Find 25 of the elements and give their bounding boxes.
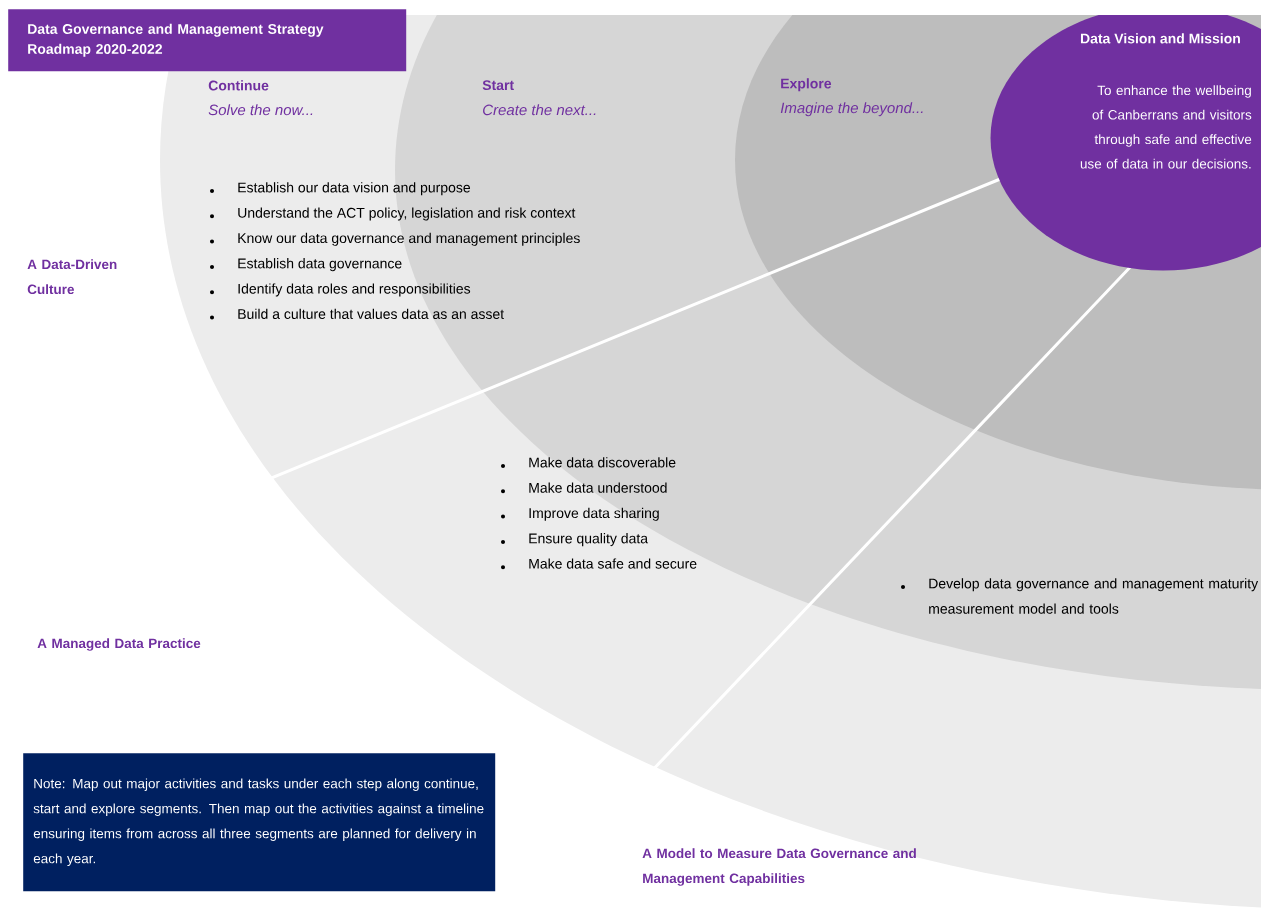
bullet-item: Make data understood (529, 482, 667, 493)
segment-tagline: Solve the now... (208, 104, 313, 116)
vision-heading: Data Vision and Mission (1080, 33, 1240, 44)
segment-heading: Continue (208, 80, 269, 91)
capability-label: A Managed Data Practice (37, 638, 201, 651)
bullet-item: Establish our data vision and purpose (238, 182, 470, 196)
bullet-item: Make data discoverable (529, 457, 676, 468)
bullet-item: Identify data roles and responsibilities (238, 283, 471, 297)
bullet-item: Understand the ACT policy, legislation and risk context (238, 207, 576, 221)
bullet-item: Build a culture that values data as an asset (238, 308, 504, 319)
title-box: Data Governance and Management Strategy Roadmap 2020-2022 (8, 9, 407, 72)
vision-statement: To enhance the wellbeing of Canberrans and visitors through safe and effective use of data in our decisions. (1080, 85, 1252, 169)
bullet-item: Establish data governance (238, 258, 402, 272)
bullet-item: Know our data governance and management principles (238, 232, 580, 246)
segment-tagline: Create the next... (483, 104, 596, 116)
capability-label: A Data-Driven Culture (27, 259, 117, 295)
bullet-item: Ensure quality data (529, 533, 649, 547)
bullet-item: Make data safe and secure (529, 558, 697, 569)
capability-label: A Model to Measure Data Governance and Management Capabilities (642, 848, 916, 886)
segment-heading: Explore (781, 78, 832, 92)
bullet-item: Improve data sharing (529, 507, 659, 521)
segment-tagline: Imagine the beyond... (780, 102, 923, 117)
segment-heading: Start (482, 80, 514, 91)
bullet-item: Develop data governance and management maturity measurement model and tools (929, 578, 1259, 614)
note-box: Note: Map out major activities and tasks under each step along continue, start and explore segments. Then map out the activities against a timeline ensuring items from across all three segments are planned for delivery in each year. (23, 753, 496, 892)
